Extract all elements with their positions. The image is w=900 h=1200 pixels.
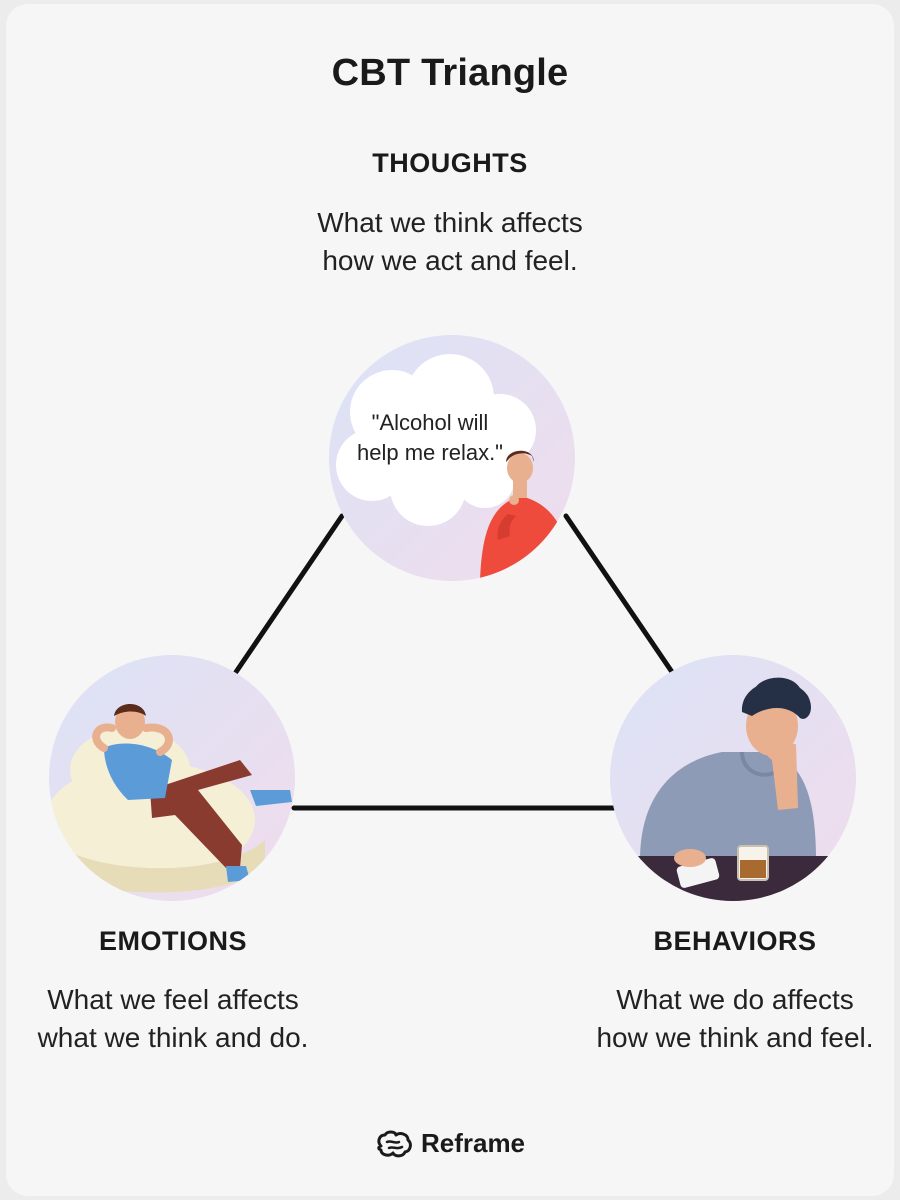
thoughts-description: What we think affects how we act and fee… xyxy=(317,207,583,276)
thought-cloud-icon xyxy=(336,354,536,526)
whiskey-glass-icon xyxy=(737,845,769,881)
emotions-heading: EMOTIONS xyxy=(98,926,247,956)
brand-footer: Reframe xyxy=(0,1128,900,1159)
relaxing-person-icon xyxy=(92,704,292,882)
phone-icon xyxy=(674,849,720,888)
edge-thoughts-emotions xyxy=(233,513,345,675)
emotions-description: What we feel affects what we think and d… xyxy=(37,984,309,1053)
diagram-title: CBT Triangle xyxy=(331,52,569,94)
thought-bubble-text: "Alcohol will help me relax." xyxy=(357,410,503,465)
sad-person-icon xyxy=(640,677,816,860)
thoughts-illustration xyxy=(329,335,575,581)
brain-icon xyxy=(375,1130,413,1158)
behaviors-illustration xyxy=(610,655,856,901)
thoughts-heading: THOUGHTS xyxy=(372,148,528,178)
edge-thoughts-behaviors xyxy=(563,513,675,675)
brand-name: Reframe xyxy=(420,1128,526,1158)
behaviors-description: What we do affects how we think and feel… xyxy=(596,984,874,1053)
behaviors-heading: BEHAVIORS xyxy=(653,926,817,956)
emotions-illustration xyxy=(49,655,295,901)
card-background xyxy=(6,4,894,1196)
